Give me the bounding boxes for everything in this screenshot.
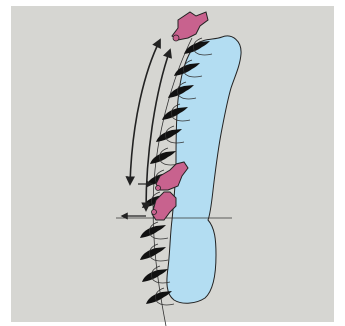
tooth: [140, 247, 166, 260]
tooth: [146, 291, 172, 304]
top-magenta-dot: [173, 35, 179, 41]
lower-magenta-dot: [152, 210, 157, 215]
middle-magenta-dot: [156, 186, 161, 191]
tooth: [150, 151, 176, 164]
tooth: [142, 269, 168, 282]
tooth: [140, 225, 166, 238]
